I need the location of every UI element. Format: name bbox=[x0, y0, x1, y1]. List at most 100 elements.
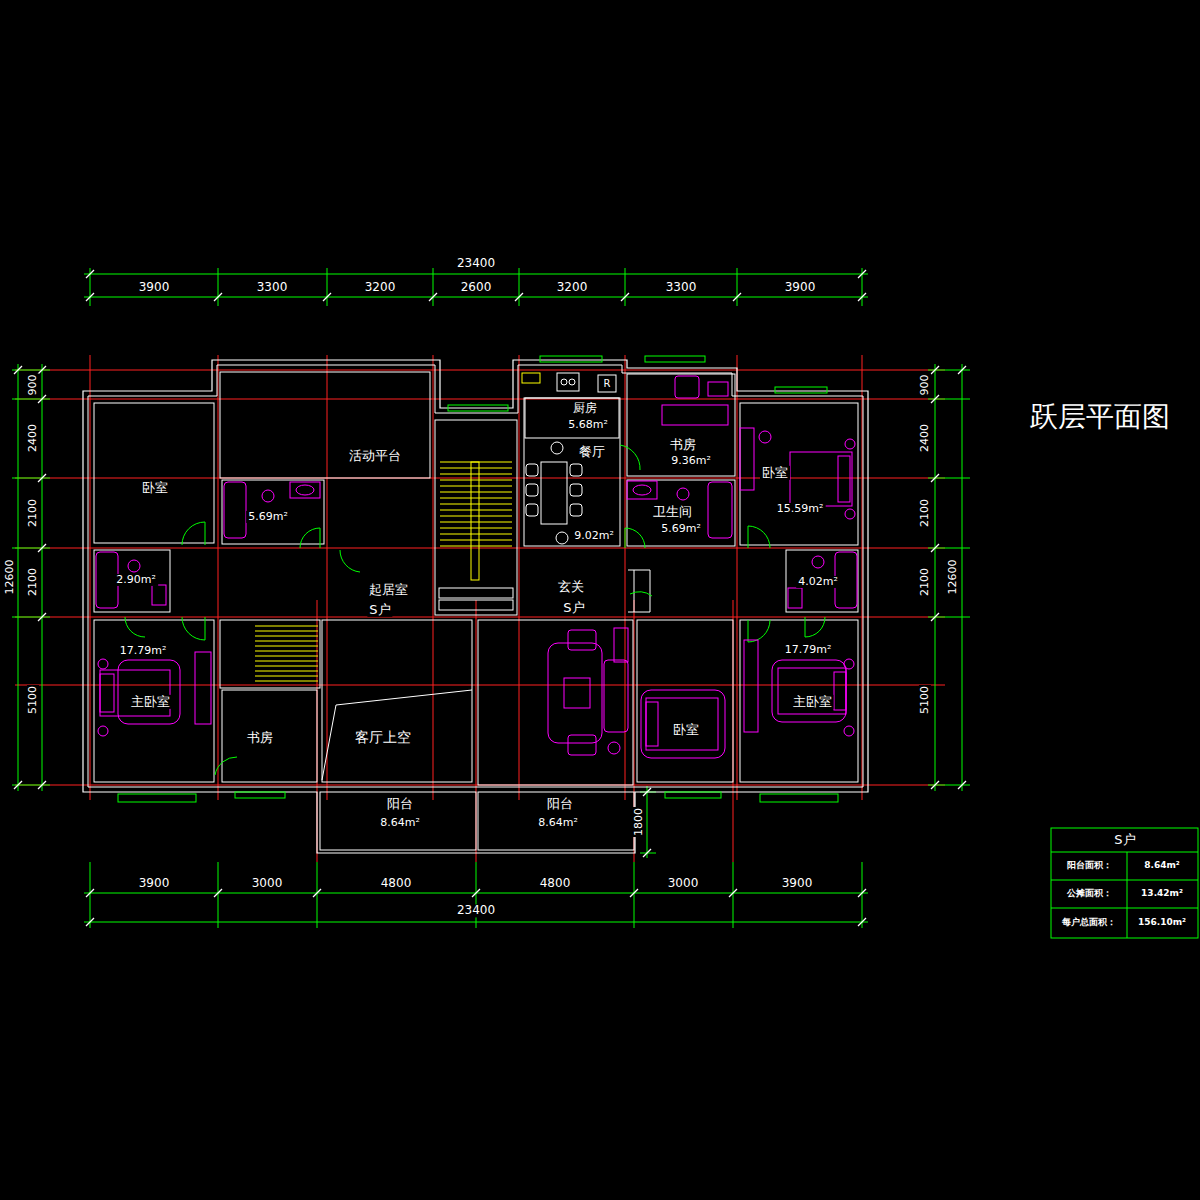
room-wall bbox=[525, 398, 619, 438]
stair-tread bbox=[440, 510, 512, 511]
dimension-text: 2400 bbox=[27, 423, 39, 453]
axis-line bbox=[625, 355, 626, 800]
dimension-tick bbox=[958, 366, 966, 374]
bed-rug bbox=[641, 690, 725, 758]
side-table bbox=[614, 628, 628, 662]
table-cell: 阳台面积： bbox=[1066, 861, 1113, 871]
room: 厨房5.68m² bbox=[525, 398, 619, 438]
room-wall bbox=[740, 403, 858, 545]
room-label: 主卧室 bbox=[129, 695, 172, 709]
dimension-tick bbox=[323, 293, 331, 301]
room-label: 书房 bbox=[668, 438, 698, 452]
dimension-text: 23400 bbox=[456, 257, 496, 270]
room-wall bbox=[740, 620, 858, 782]
room: 卧室15.59m² bbox=[740, 403, 858, 545]
burner bbox=[569, 379, 575, 385]
stair-tread bbox=[440, 504, 512, 505]
extension-line bbox=[519, 268, 520, 306]
room-label: 卫生间 bbox=[651, 505, 694, 519]
nightstand bbox=[98, 726, 108, 736]
stair-tread bbox=[255, 631, 318, 632]
room: 书房 bbox=[222, 690, 317, 782]
dimension-line bbox=[935, 364, 936, 791]
area-label: 5.69m² bbox=[246, 511, 290, 523]
wardrobe bbox=[744, 640, 758, 732]
fridge bbox=[598, 375, 616, 392]
axis-line bbox=[218, 355, 219, 800]
axis-line bbox=[862, 355, 863, 800]
dining-table bbox=[541, 462, 567, 524]
room: 起居室S户 bbox=[172, 550, 430, 616]
room-wall bbox=[220, 620, 320, 688]
extension-line bbox=[634, 862, 635, 928]
stair-tread bbox=[440, 540, 512, 541]
door-swing bbox=[625, 528, 645, 548]
bed bbox=[778, 668, 846, 714]
table-rule bbox=[1051, 908, 1198, 909]
stair-tread bbox=[440, 468, 512, 469]
dimension-tick bbox=[38, 366, 46, 374]
door-swing bbox=[620, 445, 640, 470]
room-wall bbox=[222, 690, 317, 782]
nightstand bbox=[845, 439, 855, 449]
dining-chair bbox=[551, 442, 563, 454]
nightstand bbox=[845, 509, 855, 519]
dimension-tick bbox=[729, 889, 737, 897]
dimension-text: 3200 bbox=[364, 281, 397, 294]
void-mark bbox=[322, 690, 472, 780]
dimension-line bbox=[962, 364, 963, 791]
table-rule bbox=[1051, 852, 1198, 853]
entry-step bbox=[628, 570, 650, 612]
room-label: 玄关 bbox=[556, 580, 586, 594]
door-swing bbox=[748, 620, 770, 642]
armchair bbox=[568, 630, 596, 650]
room-wall bbox=[320, 792, 476, 850]
room-label: 厨房 bbox=[571, 402, 599, 415]
stair-tread bbox=[440, 492, 512, 493]
bed-rug bbox=[772, 660, 846, 722]
extension-line bbox=[625, 268, 626, 306]
dimension-text: 3900 bbox=[781, 877, 814, 890]
dining-chair bbox=[526, 464, 538, 476]
dimension-tick bbox=[958, 781, 966, 789]
toilet bbox=[812, 556, 824, 568]
axis-line bbox=[15, 685, 945, 686]
sink bbox=[290, 482, 320, 498]
window bbox=[775, 387, 827, 393]
dimension-text: 12600 bbox=[4, 559, 16, 596]
dimension-tick bbox=[313, 889, 321, 897]
room-label: 餐厅 bbox=[577, 445, 607, 459]
basin bbox=[296, 485, 314, 495]
dimension-tick bbox=[630, 889, 638, 897]
room-wall bbox=[478, 620, 633, 785]
extension-line bbox=[90, 862, 91, 928]
area-label: 15.59m² bbox=[775, 503, 826, 515]
dimension-tick bbox=[38, 544, 46, 552]
axis-line bbox=[327, 355, 328, 800]
table-header: S户 bbox=[1113, 833, 1136, 847]
toilet bbox=[262, 490, 274, 502]
area-label: 8.64m² bbox=[378, 817, 422, 829]
basin bbox=[633, 485, 651, 495]
room-wall bbox=[94, 550, 170, 612]
dimension-tick bbox=[214, 889, 222, 897]
dimension-tick bbox=[14, 366, 22, 374]
room: 2.90m² bbox=[94, 550, 170, 612]
table-cell: 每户总面积： bbox=[1061, 918, 1117, 928]
table-rule bbox=[1127, 852, 1128, 938]
room: 17.79m²主卧室 bbox=[740, 620, 858, 782]
dimension-text: 2100 bbox=[919, 498, 931, 528]
sink bbox=[152, 585, 166, 605]
door-swing bbox=[125, 617, 145, 637]
dimension-text: 3300 bbox=[665, 281, 698, 294]
dimension-tick bbox=[931, 781, 939, 789]
door-swing bbox=[630, 592, 652, 596]
room: 活动平台 bbox=[330, 374, 428, 544]
window bbox=[540, 356, 602, 362]
room-wall bbox=[222, 480, 324, 544]
dimension-tick bbox=[472, 889, 480, 897]
room: 客厅上空 bbox=[322, 620, 472, 782]
room: 阳台8.64m² bbox=[320, 792, 476, 850]
